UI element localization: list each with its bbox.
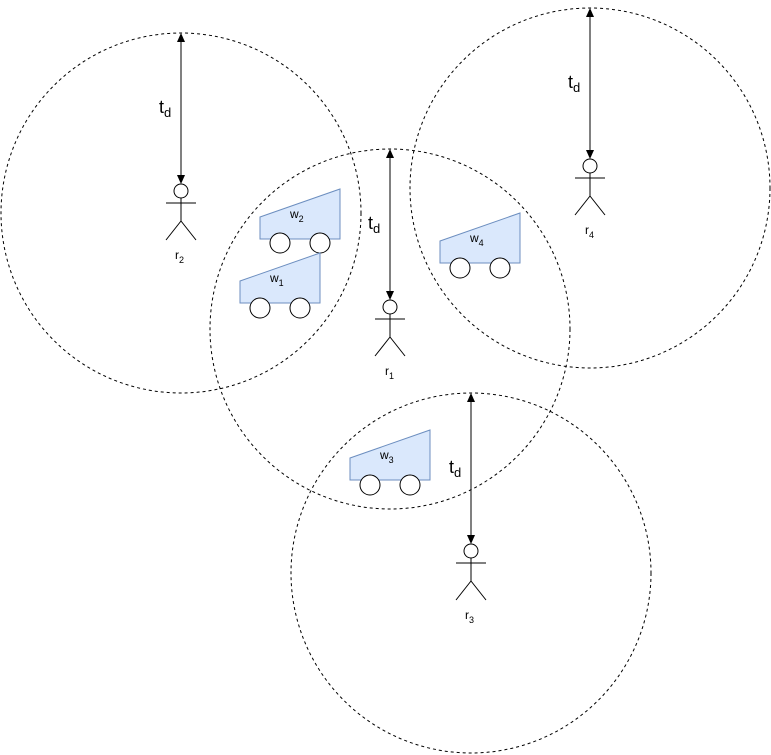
wagon-w4-body — [439, 212, 521, 264]
wagon-label-w1: w1 — [269, 271, 284, 288]
wagon-label-w2: w2 — [289, 207, 304, 224]
wagon-w3: w3 — [349, 429, 431, 496]
td-label-r1: td — [368, 213, 380, 236]
robot-r4-icon — [574, 158, 606, 216]
wagon-w2-body — [259, 188, 341, 240]
wagon-w1-body — [239, 252, 321, 304]
wagon-label-w4: w4 — [469, 231, 484, 248]
robot-r1-icon — [374, 299, 406, 357]
wagon-w3-wheel-left — [359, 474, 381, 496]
wagon-w4-wheel-left — [449, 257, 471, 279]
robot-r2-icon — [165, 183, 197, 241]
range-arrow-r1 — [386, 149, 394, 300]
wagon-w3-body — [349, 429, 431, 481]
wagon-w1: w1 — [239, 252, 321, 319]
robot-label-r2: r2 — [175, 248, 184, 265]
robot-label-r4: r4 — [585, 223, 594, 240]
wagon-w2: w2 — [259, 188, 341, 254]
range-arrow-r3 — [467, 393, 475, 544]
wagon-w3-wheel-right — [399, 474, 421, 496]
td-label-r3: td — [449, 457, 461, 480]
td-label-r2: td — [159, 97, 171, 120]
robot-label-r3: r3 — [465, 608, 474, 625]
wagon-w2-wheel-left — [269, 232, 291, 254]
wagon-w2-wheel-right — [309, 232, 331, 254]
wagon-w4: w4 — [439, 212, 521, 279]
range-arrow-r4 — [586, 8, 594, 159]
td-label-r4: td — [568, 72, 580, 95]
wagon-w4-wheel-right — [489, 257, 511, 279]
wagon-label-w3: w3 — [379, 448, 394, 465]
wagon-w1-wheel-right — [289, 297, 311, 319]
range-arrow-r2 — [177, 33, 185, 184]
robot-r3-icon — [455, 543, 487, 601]
wagon-w1-wheel-left — [249, 297, 271, 319]
robot-label-r1: r1 — [385, 364, 394, 381]
